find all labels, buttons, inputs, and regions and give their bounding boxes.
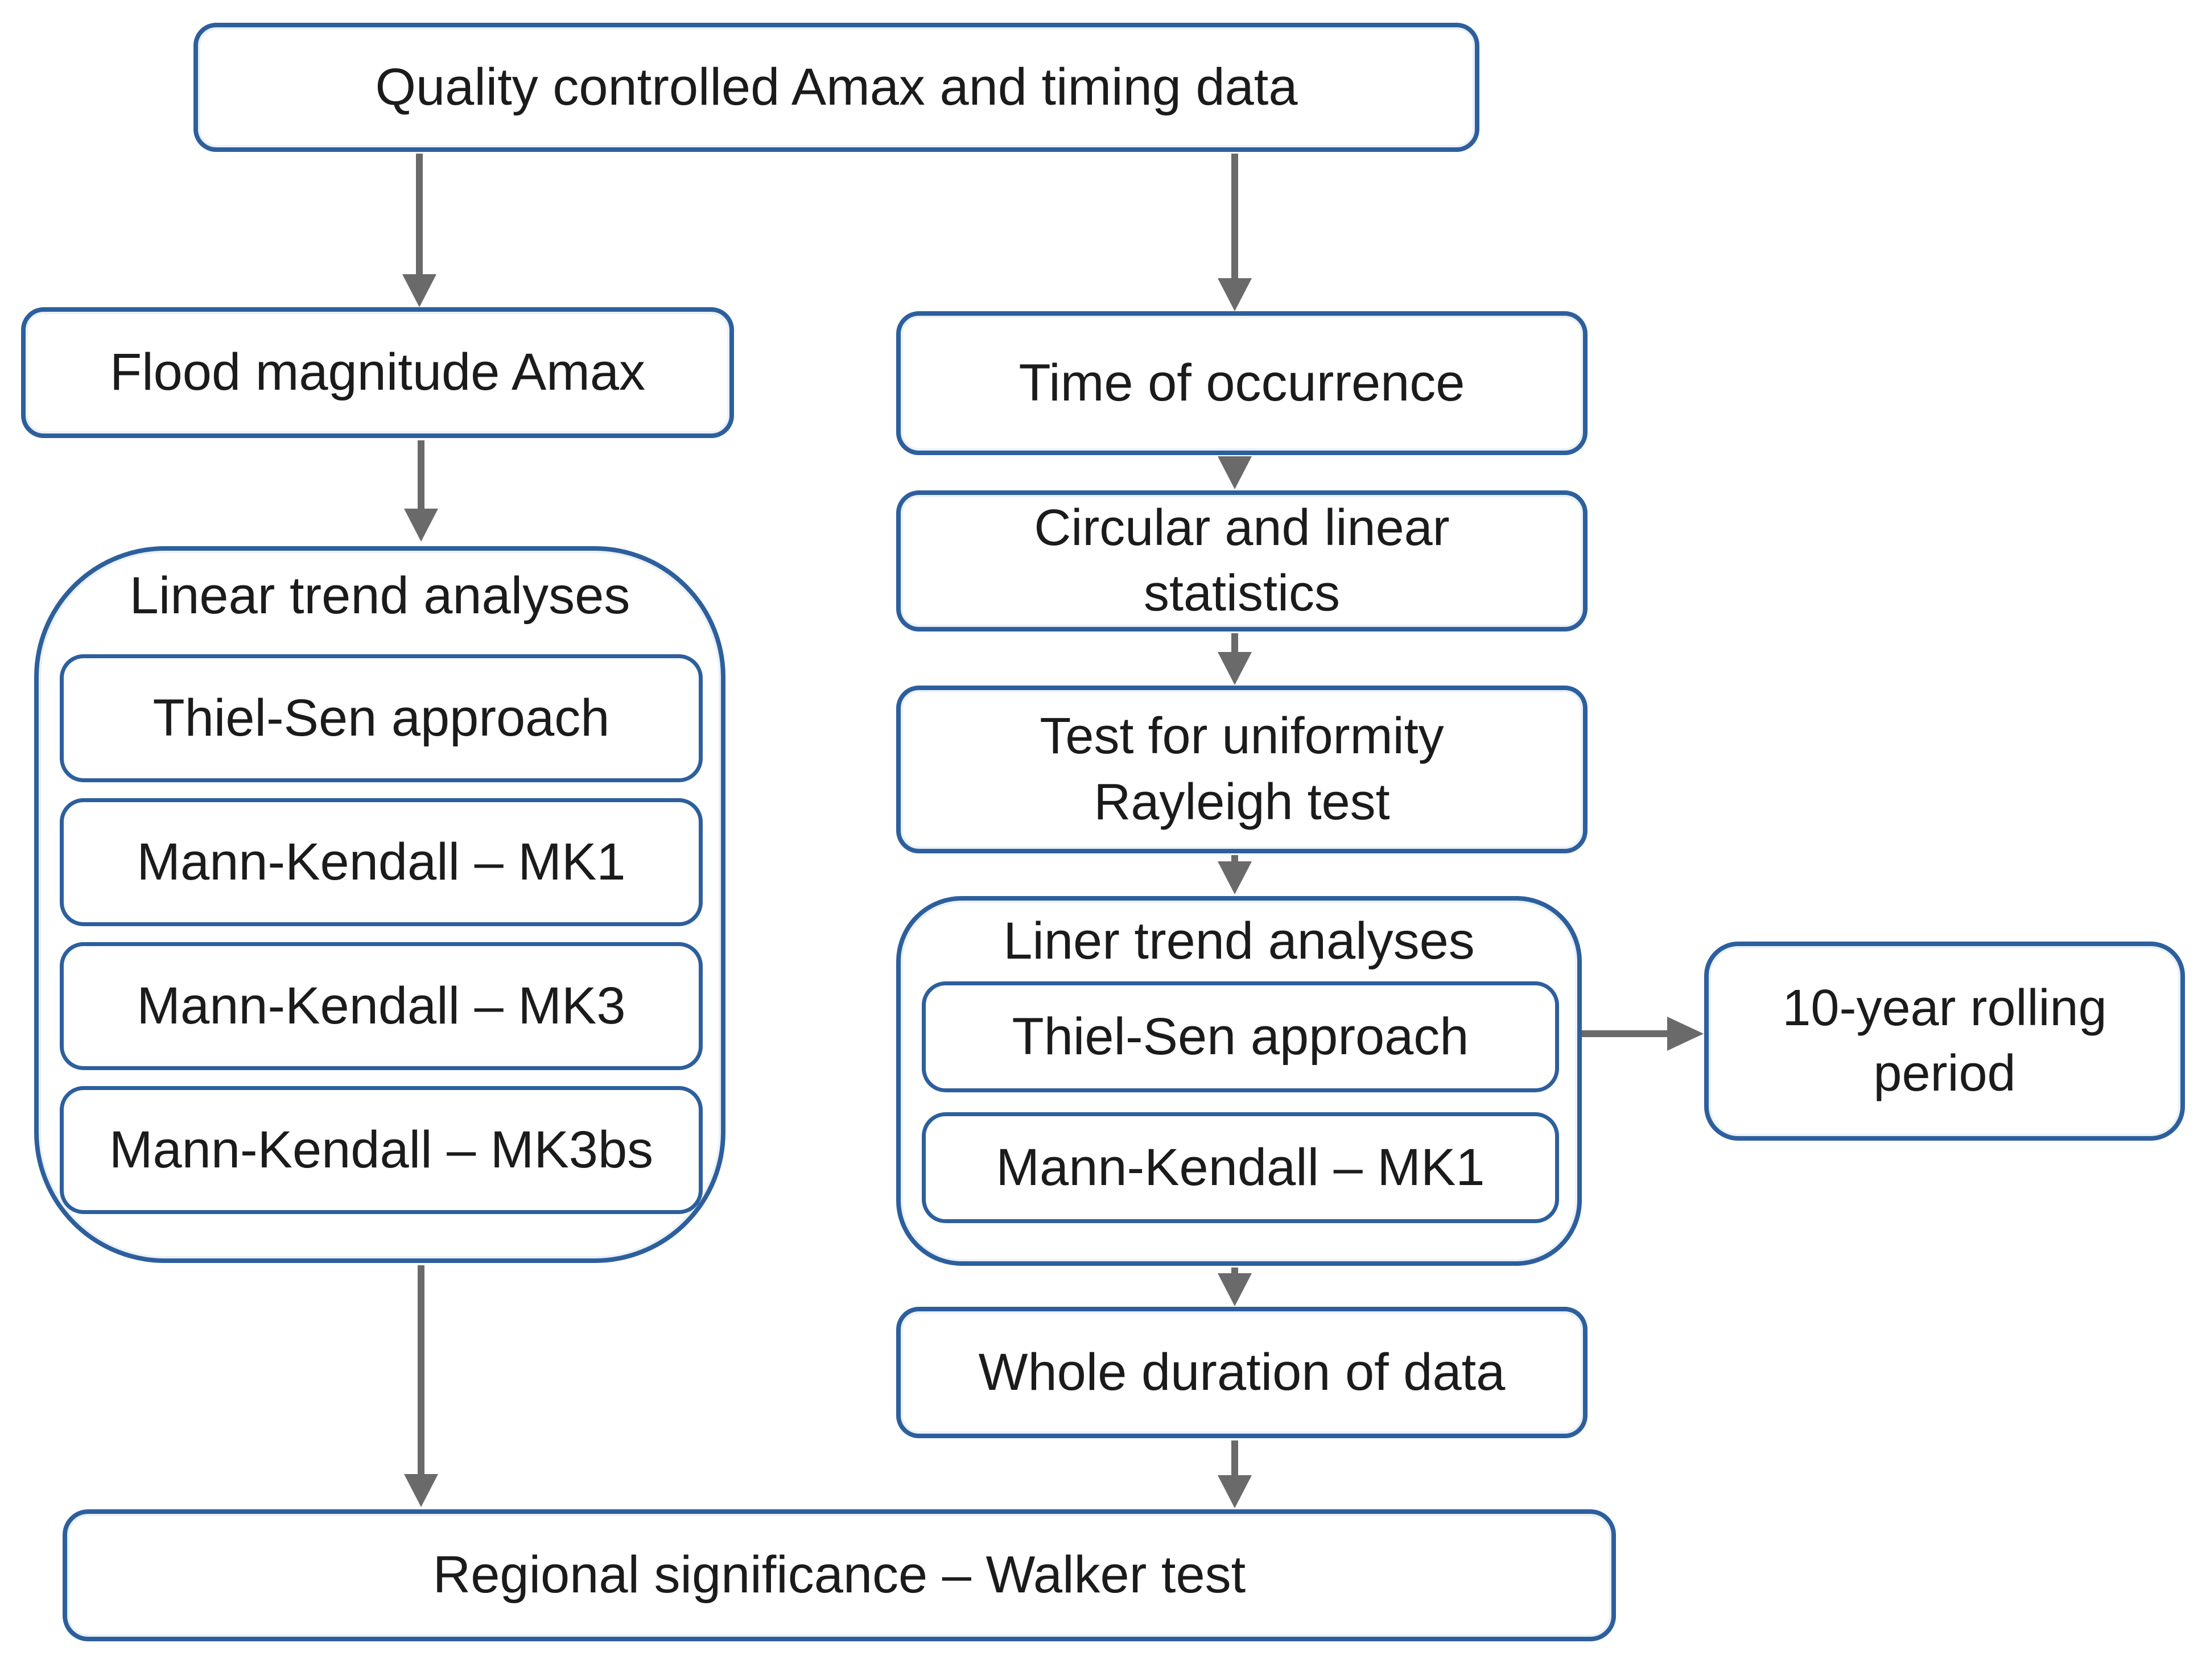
node-regional-significance-label: Regional significance – Walker test [432,1546,1246,1604]
arrow-time-to-circular-head [1218,456,1252,489]
arrow-linear-to-regional-head [404,1474,438,1507]
arrow-root-to-time-shaft [1231,154,1238,280]
arrow-whole-to-regional-shaft [1231,1440,1238,1477]
arrow-whole-to-regional-head [1218,1475,1252,1508]
arrow-flood-to-linear-shaft [418,440,424,511]
node-flood-magnitude-label: Flood magnitude Amax [110,343,645,402]
node-circular-linear-statistics: Circular and linear statistics [896,490,1588,631]
arrow-root-to-flood-shaft [416,154,423,276]
label-linear-trend-analyses: Linear trend analyses [129,567,630,625]
node-mann-kendall-mk3: Mann-Kendall – MK3 [60,942,703,1070]
arrow-circular-to-uniformity-shaft [1231,633,1238,654]
arrow-liner-to-whole-head [1218,1273,1252,1306]
label-liner-trend-analyses: Liner trend analyses [1003,912,1475,970]
arrow-uniformity-to-liner-shaft [1231,855,1238,863]
arrow-liner-to-rolling-shaft [1582,1030,1667,1037]
node-thiel-sen-right: Thiel-Sen approach [922,981,1559,1092]
arrow-uniformity-to-liner-head [1218,861,1252,894]
node-quality-data-label: Quality controlled Amax and timing data [375,57,1298,116]
node-quality-data: Quality controlled Amax and timing data [193,23,1479,152]
arrow-root-to-time-head [1218,278,1252,311]
arrow-linear-to-regional-shaft [418,1265,424,1476]
node-mann-kendall-mk1-left: Mann-Kendall – MK1 [60,798,703,926]
node-test-uniformity-rayleigh: Test for uniformity Rayleigh test [896,686,1588,853]
arrow-root-to-flood-head [402,274,436,307]
node-flood-magnitude: Flood magnitude Amax [21,307,734,438]
node-whole-duration-of-data: Whole duration of data [896,1307,1588,1438]
arrow-flood-to-linear-head [404,509,438,542]
arrow-liner-to-rolling-head [1667,1017,1704,1051]
node-10-year-rolling-period: 10-year rolling period [1704,942,2185,1141]
node-time-of-occurrence-label: Time of occurrence [1019,353,1465,412]
node-whole-duration-label: Whole duration of data [978,1343,1506,1401]
node-mann-kendall-mk3bs: Mann-Kendall – MK3bs [60,1086,703,1214]
node-regional-significance-walker: Regional significance – Walker test [63,1509,1616,1641]
arrow-liner-to-whole-shaft [1231,1268,1238,1274]
arrow-circular-to-uniformity-head [1218,652,1252,685]
node-mann-kendall-mk1-right: Mann-Kendall – MK1 [922,1112,1559,1223]
node-thiel-sen-left: Thiel-Sen approach [60,654,703,782]
node-time-of-occurrence: Time of occurrence [896,311,1588,455]
